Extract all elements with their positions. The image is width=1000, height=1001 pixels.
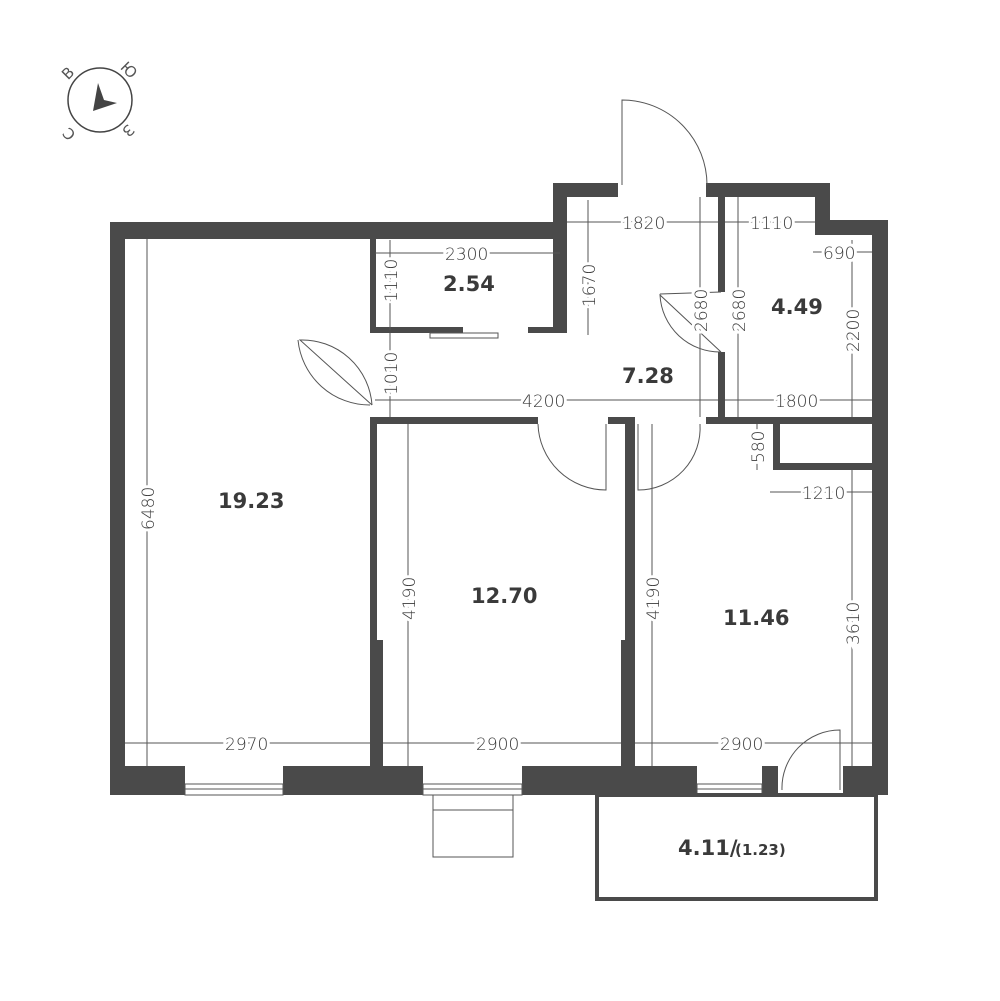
dim-label: 2680 xyxy=(730,289,750,332)
compass-circle xyxy=(67,67,133,133)
compass-arrow-icon xyxy=(93,83,117,111)
dim-label: 4200 xyxy=(522,392,565,412)
windows xyxy=(184,332,763,858)
room-area-hall: 7.28 xyxy=(622,364,674,388)
balcony-outline xyxy=(595,793,878,901)
room-area-living: 19.23 xyxy=(218,489,284,513)
dim-label: 2300 xyxy=(445,245,488,265)
dim-label: 2200 xyxy=(844,309,864,352)
dim-label: 4190 xyxy=(644,577,664,620)
dim-label: 4190 xyxy=(400,577,420,620)
sliding-door xyxy=(429,332,499,339)
doors xyxy=(297,99,841,791)
dim-label: 3610 xyxy=(844,602,864,645)
dim-label: 2900 xyxy=(476,735,519,755)
dimension-labels: 2300 1110 1670 1820 1110 690 2680 2680 2… xyxy=(136,211,867,758)
room-area-bedroom-1: 12.70 xyxy=(471,584,537,608)
room-area-bedroom-2: 11.46 xyxy=(723,606,789,630)
dim-label: 1820 xyxy=(622,214,665,234)
radiator-box xyxy=(432,794,514,858)
compass-south: Ю xyxy=(117,58,141,82)
dim-label: 1670 xyxy=(580,264,600,307)
dimension-lines xyxy=(125,197,872,766)
dim-label: 580 xyxy=(749,431,769,463)
dim-label: 1210 xyxy=(802,484,845,504)
compass: В Ю С З xyxy=(58,58,141,144)
compass-north: С xyxy=(59,124,79,144)
dim-label: 6480 xyxy=(139,487,159,530)
dim-label: 2970 xyxy=(225,735,268,755)
room-areas: 19.23 2.54 7.28 4.49 12.70 11.46 4.11/ (… xyxy=(218,272,823,860)
dim-label: 690 xyxy=(823,244,855,264)
dim-label: 1110 xyxy=(750,214,793,234)
dim-label: 2900 xyxy=(720,735,763,755)
dim-label: 1110 xyxy=(382,259,402,302)
dim-label: 1800 xyxy=(775,392,818,412)
dim-label: 1010 xyxy=(382,352,402,395)
room-area-storage: 2.54 xyxy=(443,272,495,296)
dim-label: 2680 xyxy=(692,289,712,332)
room-area-balcony: 4.11/ xyxy=(678,836,738,860)
room-area-bathroom: 4.49 xyxy=(771,295,823,319)
room-area-balcony-reduced: (1.23) xyxy=(735,841,786,859)
walls xyxy=(110,183,888,795)
